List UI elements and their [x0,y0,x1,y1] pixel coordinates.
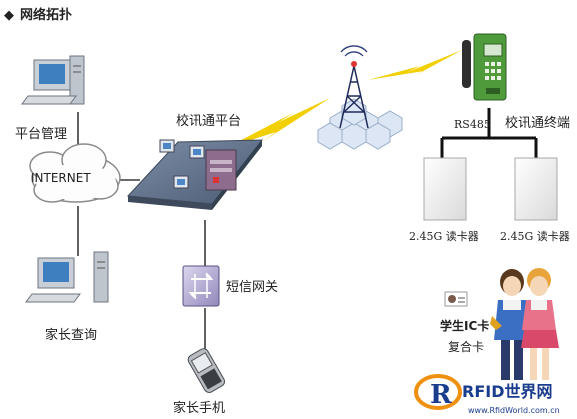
reader-right-label: 2.45G 读卡器 [500,229,570,243]
campus-platform-icon [126,139,264,210]
connection-lines [77,112,206,352]
student-id-card-icon [444,291,468,307]
wireless-bolt-left [226,98,330,148]
parent-phone-icon [187,348,226,393]
wireless-bolt-right [368,50,462,80]
base-station-icon [317,45,403,150]
sms-gateway-label: 短信网关 [226,280,278,295]
watermark-url: www.RfidWorld.com.cn [468,406,560,415]
platform-management-pc-icon [21,55,85,105]
reader-left-icon [423,157,467,221]
reader-left-label: 2.45G 读卡器 [409,229,479,243]
student-card-label: 学生IC卡 [440,318,489,333]
parent-query-label: 家长查询 [45,327,97,343]
sms-gateway-icon [182,265,220,307]
campus-terminal-icon [462,33,507,101]
header-bullet: ◆ [4,8,14,23]
platform-management-label: 平台管理 [15,127,67,142]
campus-platform-label: 校讯通平台 [176,113,241,129]
internet-cloud-icon [29,143,121,203]
rfidworld-logo: R RFID世界网 www.RfidWorld.com.cn [414,374,560,415]
internet-label: INTERNET [31,171,91,185]
terminal-reader-links [440,108,538,160]
parent-phone-label: 家长手机 [173,400,225,416]
combo-card-label: 复合卡 [448,339,484,354]
campus-terminal-label: 校讯通终端 [505,115,570,131]
reader-right-icon [514,157,558,221]
rs485-label: RS485 [454,118,491,131]
svg-text:R: R [430,380,452,410]
students-illustration [490,268,559,380]
watermark-brand: RFID世界网 [462,382,553,401]
page-title: 网络拓扑 [20,7,72,23]
parent-query-pc-icon [25,251,109,303]
